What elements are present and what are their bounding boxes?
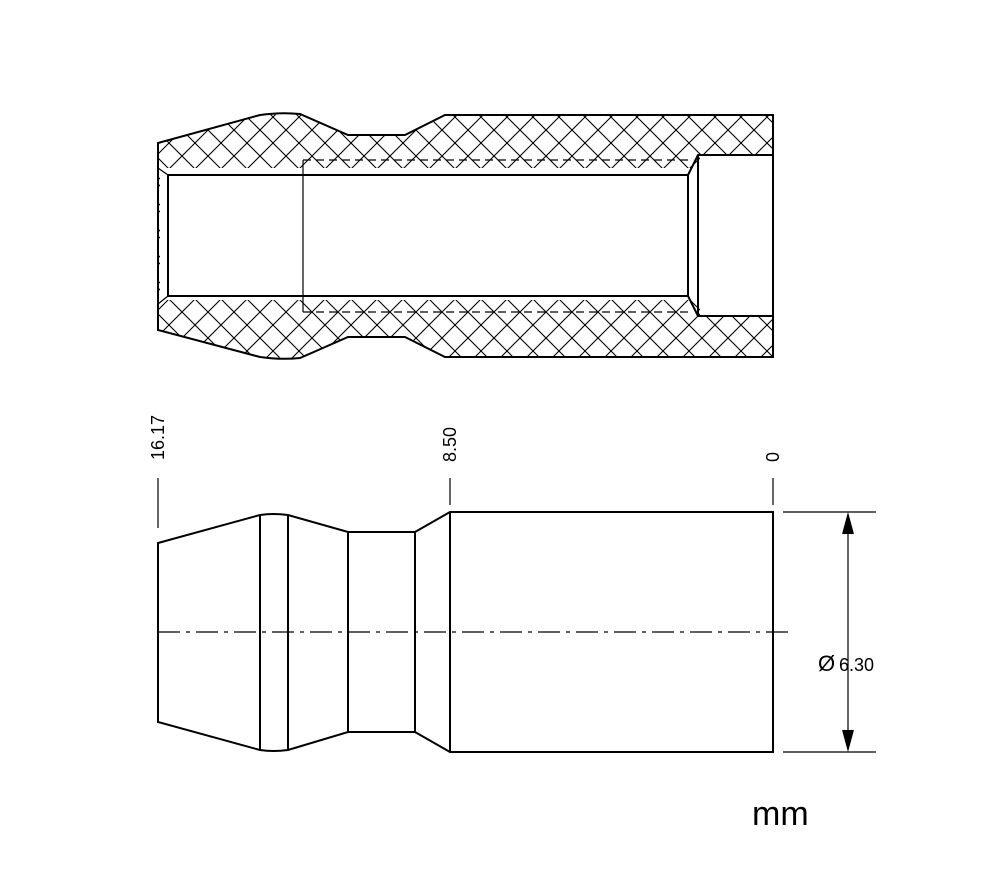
- section-hatch: [158, 114, 773, 358]
- dia-arrow-top: [842, 512, 854, 534]
- section-bore: [167, 174, 689, 297]
- section-outline: [157, 112, 774, 360]
- section-view: [157, 112, 774, 360]
- diameter-symbol: Ø: [818, 651, 835, 676]
- hidden-lines: [303, 159, 688, 313]
- diameter-value: 6.30: [839, 655, 874, 675]
- dim-label-850: 8.50: [440, 427, 460, 462]
- counterbore: [687, 154, 773, 317]
- side-view: [157, 511, 790, 753]
- entry-chamfer: [157, 167, 169, 305]
- dim-label-0: 0: [763, 452, 783, 462]
- dia-arrow-bottom: [842, 730, 854, 752]
- units-label: mm: [752, 795, 809, 833]
- side-outline: [157, 511, 774, 753]
- dimensions: 16.17 8.50 0 Ø 6.30: [148, 415, 876, 753]
- dim-label-1617: 16.17: [148, 415, 168, 460]
